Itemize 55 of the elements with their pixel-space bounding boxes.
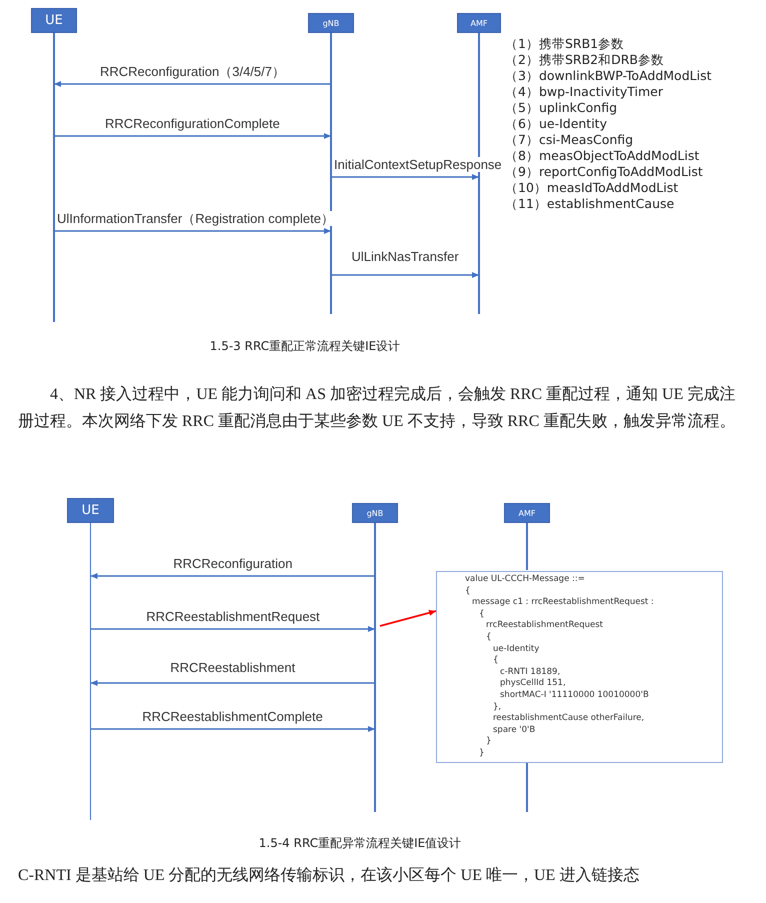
- list-item: （11）establishmentCause: [505, 196, 674, 213]
- edge-label: UlLinkNasTransfer: [350, 249, 460, 264]
- participant-box: AMF: [504, 503, 550, 523]
- code-line: shortMAC-I '11110000 10010000'B: [500, 690, 649, 701]
- list-item: （4）bwp-InactivityTimer: [505, 84, 663, 101]
- list-item: （2）携带SRB2和DRB参数: [505, 52, 664, 69]
- edge-label: RRCReconfiguration: [172, 556, 294, 571]
- list-item: （7）csi-MeasConfig: [505, 132, 634, 149]
- code-line: {: [493, 655, 498, 666]
- participant-box: AMF: [457, 13, 501, 33]
- arrow: [54, 228, 331, 234]
- edge-label: RRCReestablishment: [169, 660, 296, 675]
- code-line: {: [479, 608, 484, 620]
- participant-box: UE: [67, 498, 114, 523]
- code-line: {: [486, 632, 492, 643]
- arrow: [331, 174, 479, 180]
- participant-box: gNB: [308, 13, 354, 33]
- list-item: （10）measIdToAddModList: [505, 180, 678, 197]
- list-item: （3）downlinkBWP-ToAddModList: [505, 68, 712, 85]
- list-item: （5）uplinkConfig: [505, 100, 618, 117]
- edge-label: RRCReestablishmentRequest: [145, 609, 321, 624]
- edge-label: UlInformationTransfer（Registration complete）: [56, 211, 335, 226]
- edge-label: RRCReestablishmentComplete: [141, 709, 324, 724]
- list-item: （8）measObjectToAddModList: [505, 148, 700, 165]
- code-line: value UL-CCCH-Message ::=: [465, 574, 585, 585]
- figure-caption: 1.5-3 RRC重配正常流程关键IE设计: [208, 338, 402, 355]
- code-line: message c1 : rrcReestablishmentRequest :: [472, 597, 654, 608]
- arrow: [90, 573, 375, 579]
- code-line: rrcReestablishmentRequest: [486, 620, 603, 632]
- code-line: }: [479, 748, 484, 759]
- list-item: （6）ue-Identity: [505, 116, 607, 133]
- arrow: [90, 726, 375, 732]
- edge-label: RRCReconfigurationComplete: [104, 116, 281, 131]
- participant-box: UE: [31, 8, 77, 33]
- edge-label: InitialContextSetupResponse: [333, 157, 503, 172]
- code-box: [436, 571, 723, 763]
- code-line: c-RNTI 18189,: [500, 666, 560, 678]
- figure-caption: 1.5-4 RRC重配异常流程关键IE值设计: [258, 835, 462, 852]
- code-line: spare '0'B: [493, 724, 536, 736]
- code-line: ue-Identity: [493, 644, 540, 655]
- code-line: physCellId 151,: [500, 678, 566, 690]
- list-item: （1）携带SRB1参数: [505, 36, 624, 53]
- code-line: reestablishmentCause otherFailure,: [493, 713, 644, 724]
- arrow: [54, 81, 331, 87]
- arrow: [90, 626, 375, 632]
- code-line: {: [465, 586, 470, 597]
- arrow: [54, 133, 331, 139]
- paragraph: 4、NR 接入过程中，UE 能力询问和 AS 加密过程完成后，会触发 RRC 重配过程，通知 UE 完成注册过程。本次网络下发 RRC 重配消息由于某些参数 UE 不支持，导致 RRC 重配失败，触发异常流程。: [18, 384, 736, 432]
- arrow: [90, 680, 375, 686]
- list-item: （9）reportConfigToAddModList: [505, 164, 703, 181]
- arrow: [331, 272, 479, 278]
- code-line: }: [486, 736, 492, 748]
- code-line: },: [493, 702, 502, 713]
- participant-box: gNB: [352, 503, 398, 523]
- paragraph: C-RNTI 是基站给 UE 分配的无线网络传输标识，在该小区每个 UE 唯一，UE 进入链接态: [18, 866, 640, 886]
